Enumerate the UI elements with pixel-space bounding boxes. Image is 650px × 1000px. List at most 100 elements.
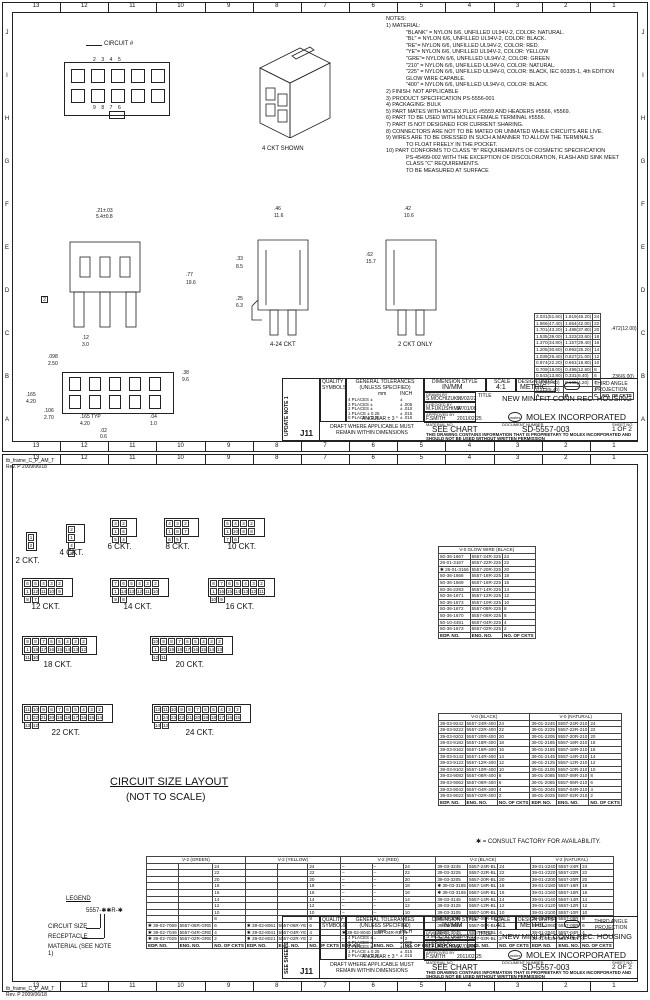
table-cell: 39-01-2165	[529, 745, 557, 754]
table-cell: 50-36-1672	[438, 605, 471, 613]
circuit-cavity: 14	[208, 646, 215, 653]
zone-number: 4	[467, 3, 472, 9]
table-cell: 1.039(26.40)	[533, 352, 565, 361]
circuit-cavity: 4	[218, 706, 225, 713]
zone-tick	[252, 982, 254, 992]
circuit-cavity: 17	[40, 646, 47, 653]
table-cell: 5557-24R	[556, 862, 582, 871]
zone-letter: D	[640, 287, 646, 294]
signature-role: APPROVED BY	[426, 950, 455, 955]
circuit-cavity: 7	[40, 638, 47, 645]
circuit-cavity: 7	[194, 706, 201, 713]
table-cell: 5557-18R-BL	[466, 882, 499, 890]
tolerance-inch-val: ± .005	[400, 939, 413, 945]
table-cell: 39-03-9202	[438, 732, 466, 741]
design-units-value: METRIC	[520, 384, 547, 391]
table-cell: 39-03-9022	[438, 792, 466, 800]
signature-date: 97/01/08	[457, 944, 477, 950]
table-cell: 8	[212, 915, 246, 923]
table-cell: 5557-18R-225	[469, 572, 504, 580]
circuit-cavity: 10	[232, 528, 239, 535]
zone-tick	[493, 442, 495, 452]
rev-letter: J11	[300, 429, 313, 438]
zone-letter: A	[640, 416, 645, 423]
material-no: SEE CHART	[432, 425, 478, 434]
zone-number: 7	[323, 983, 327, 989]
table-cell: 5557-20R-BL	[466, 875, 499, 884]
circuit-cavity: 1	[24, 646, 31, 653]
material-no: SEE CHART	[432, 963, 478, 972]
circuit-label: 10 CKT.	[227, 542, 256, 551]
circuit-cavity: 6	[202, 706, 209, 713]
circuit-cavity: 5	[72, 706, 79, 713]
circuit-cavity: 5	[56, 638, 63, 645]
table-cell	[177, 882, 214, 890]
tolerance-title: GENERAL TOLERANCES (UNLESS SPECIFIED)	[355, 379, 415, 391]
table-row: 1.039(26.40)0.827(21.00)12	[533, 352, 634, 361]
table-cell	[146, 869, 179, 877]
zone-tick	[349, 442, 351, 452]
table-cell: 5557-06R-225	[469, 611, 504, 620]
table-row: 1.535(39.00)1.323(33.60)18	[533, 332, 634, 341]
note-line: 8) CONNECTORS ARE NOT TO BE MATED OR UNM…	[386, 128, 603, 135]
table-cell: 39-01-2200	[529, 875, 558, 884]
table-header-cell: NO. OF CKTS	[497, 941, 531, 950]
table-cell: 5557-02R-210	[555, 792, 590, 800]
zone-number: 2	[564, 455, 568, 461]
table-cell: 39-03-9122	[438, 759, 466, 767]
table-cell	[177, 888, 214, 897]
zone-number: 4	[467, 455, 472, 461]
table-cell: 16	[496, 745, 531, 754]
circuit-cavity: 1	[210, 588, 217, 595]
circuit-cavity: 3	[250, 580, 257, 587]
circuit-label: 6 CKT.	[107, 542, 132, 551]
table-cell: 39-03-9042	[438, 785, 466, 794]
table-header-cell: ENG. NO.	[276, 941, 309, 950]
table-cell: –	[371, 882, 404, 890]
zone-number: 9	[227, 443, 231, 449]
circuit-cavity: 12	[154, 706, 161, 713]
table-cell: 5557-10R	[556, 908, 582, 917]
zone-tick	[445, 442, 447, 452]
note-line: 4) PACKAGING: BULK	[386, 102, 442, 109]
circuit-cavity: 9	[112, 596, 119, 603]
table-cell	[146, 888, 179, 897]
angular: ANGULAR ± 3 °	[362, 416, 398, 422]
dim-label: .21±.03	[96, 208, 113, 214]
scale-label: SCALE	[494, 379, 511, 385]
zone-number: 11	[129, 3, 136, 9]
circuit-cavity: 13	[24, 722, 31, 729]
table-cell: 39-01-2065	[529, 778, 557, 787]
table-cell: 12	[592, 352, 602, 361]
table-cell: 16	[212, 888, 246, 897]
table-cell: 39-03-9182	[438, 739, 466, 747]
dim-label: .098	[48, 354, 58, 360]
table-header-row: V-0 (BLACK)V-0 (NATURAL)	[437, 713, 622, 721]
design-units-box	[516, 378, 556, 392]
circuit-label: 2 CKT.	[15, 556, 40, 565]
note-line: "BLANK" = NYLON 6/6, UNFILLED UL94V-2, C…	[406, 29, 565, 36]
table-cell: 14	[307, 895, 341, 904]
table-cell: 50-36-1673	[438, 625, 471, 633]
cavity	[111, 89, 125, 103]
circuit-cavity: 4	[40, 580, 47, 587]
table-cell: 5557-16R-210	[555, 745, 590, 754]
table-cell: 50-36-2293	[438, 585, 471, 594]
dim-label: .02	[100, 428, 107, 434]
zone-number: 7	[323, 455, 327, 461]
circuit-cavity: 8	[186, 706, 193, 713]
circuit-cavity: 10	[32, 706, 39, 713]
table-cell: 22	[592, 319, 602, 328]
table-cell: 5557-18R	[556, 882, 582, 890]
circuit-cavity: 10	[48, 588, 55, 595]
table-header-cell: NO. OF CKTS	[588, 798, 622, 807]
table-cell: 24	[592, 313, 602, 321]
